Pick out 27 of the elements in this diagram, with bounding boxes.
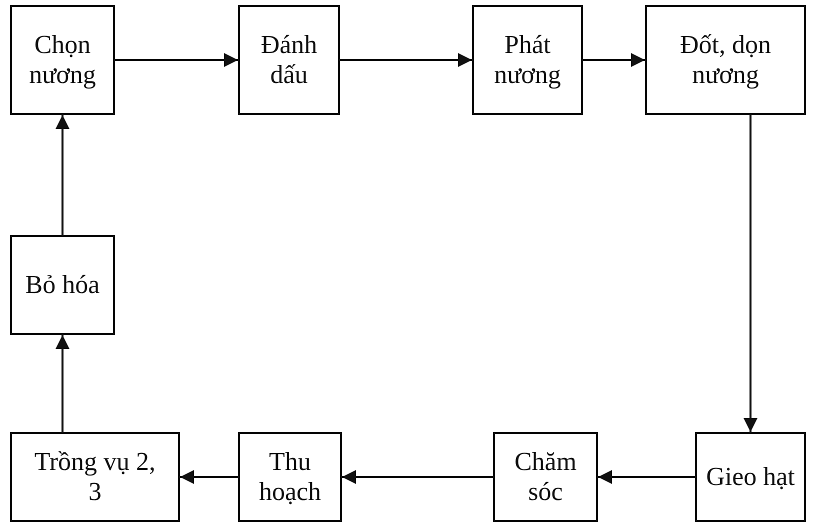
arrow [340, 53, 472, 67]
process-box [238, 432, 342, 522]
arrow [56, 115, 70, 235]
process-box [645, 5, 806, 115]
process-box [10, 235, 115, 335]
process-box [695, 432, 806, 522]
arrow [115, 53, 238, 67]
process-box [10, 5, 115, 115]
step-label: Đốt, dọn nương [679, 30, 772, 90]
process-box [10, 432, 180, 522]
arrow [744, 115, 758, 432]
step-label: Bỏ hóa [25, 270, 100, 300]
arrow [180, 470, 238, 484]
step-label: Trồng vụ 2, 3 [33, 447, 157, 507]
step-label: Chọn nương [28, 30, 97, 90]
process-box [238, 5, 340, 115]
step-label: Đánh dấu [260, 30, 318, 90]
step-label: Thu hoạch [258, 447, 322, 507]
step-label: Chăm sóc [513, 447, 578, 507]
arrow [583, 53, 645, 67]
arrow [56, 335, 70, 432]
process-box [472, 5, 583, 115]
process-box [493, 432, 598, 522]
step-label: Gieo hạt [706, 462, 795, 492]
arrow [342, 470, 493, 484]
step-label: Phát nương [493, 30, 562, 90]
arrow [598, 470, 695, 484]
